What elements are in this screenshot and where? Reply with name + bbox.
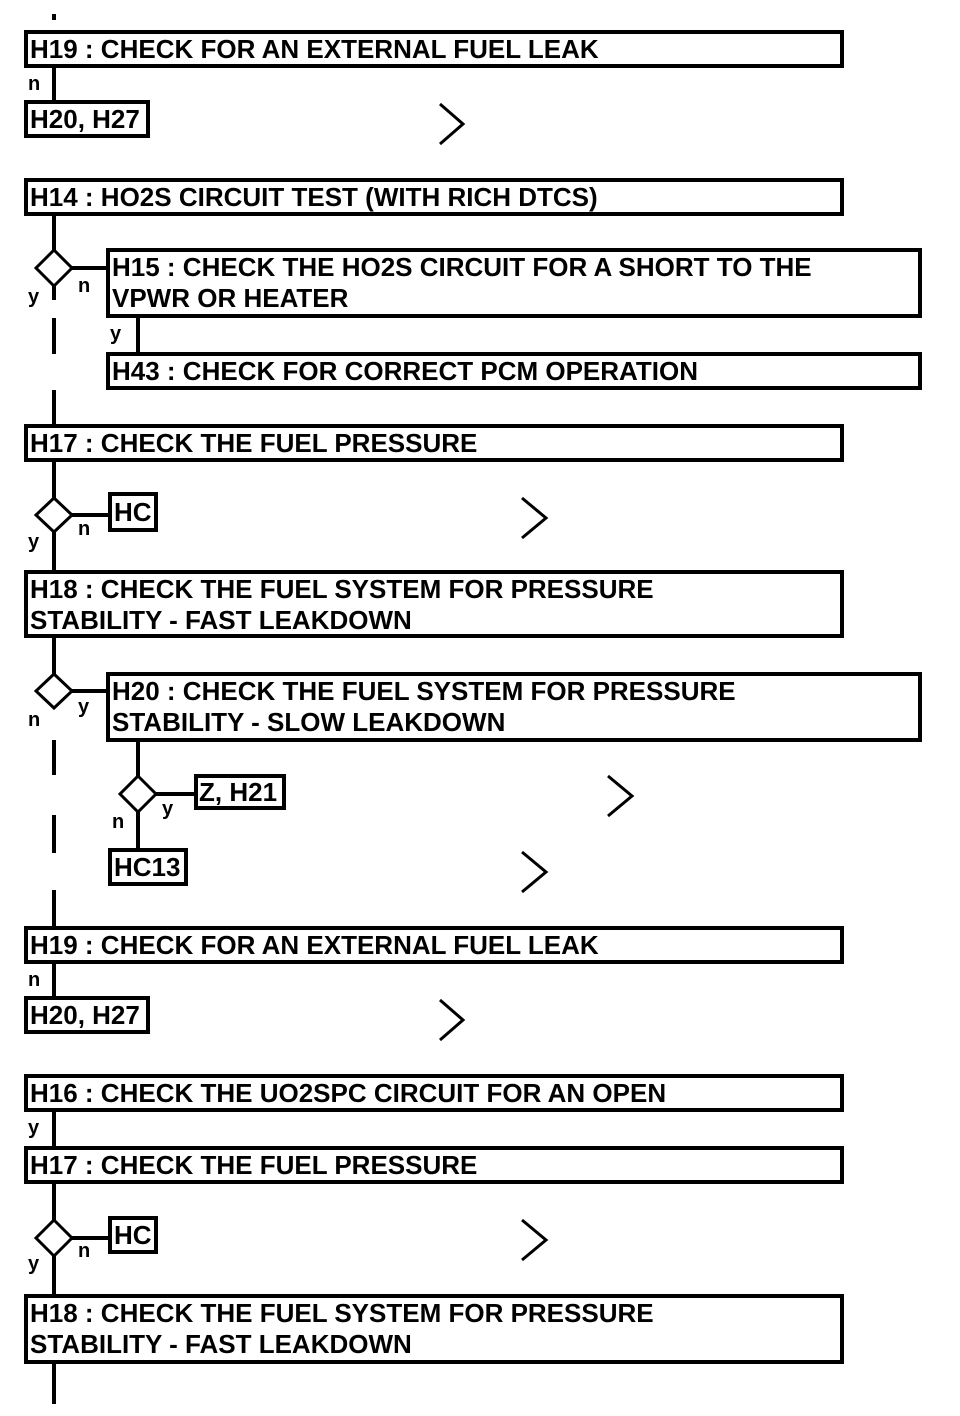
decision-diamond (33, 247, 75, 289)
step-h20: H20 : CHECK THE FUEL SYSTEM FOR PRESSURE… (106, 672, 922, 742)
branch-label-n: n (112, 811, 124, 833)
step-text: H20 : CHECK THE FUEL SYSTEM FOR PRESSURE (112, 676, 736, 706)
chevron-right-icon (439, 102, 466, 146)
step-text: H19 : CHECK FOR AN EXTERNAL FUEL LEAK (30, 930, 599, 960)
step-h17-a: H17 : CHECK THE FUEL PRESSURE (24, 424, 844, 462)
decision-diamond (117, 773, 159, 815)
step-text: H17 : CHECK THE FUEL PRESSURE (30, 1150, 477, 1180)
branch-label-n: n (78, 1240, 90, 1262)
step-text: H43 : CHECK FOR CORRECT PCM OPERATION (112, 356, 698, 386)
step-text: H18 : CHECK THE FUEL SYSTEM FOR PRESSURE (30, 1298, 654, 1328)
step-text: H17 : CHECK THE FUEL PRESSURE (30, 428, 477, 458)
ref-text: HC13 (114, 852, 180, 882)
step-h19-a: H19 : CHECK FOR AN EXTERNAL FUEL LEAK (24, 30, 844, 68)
step-text: VPWR OR HEATER (112, 283, 349, 313)
step-text: STABILITY - SLOW LEAKDOWN (112, 707, 505, 737)
step-text: H19 : CHECK FOR AN EXTERNAL FUEL LEAK (30, 34, 599, 64)
decision-diamond (33, 671, 75, 711)
branch-label-y: y (28, 531, 40, 553)
chevron-right-icon (607, 774, 635, 818)
ref-box-hc-a: HC (108, 492, 158, 532)
step-text: H14 : HO2S CIRCUIT TEST (WITH RICH DTCS) (30, 182, 598, 212)
chevron-right-icon (521, 496, 549, 540)
decision-diamond (33, 1217, 75, 1259)
branch-label-y: y (28, 1253, 40, 1275)
branch-label-n: n (78, 275, 90, 297)
ref-box-h20-h27-b: H20, H27 (24, 996, 150, 1034)
ref-text: Z, H21 (199, 777, 277, 807)
ref-box-hc-b: HC (108, 1216, 158, 1254)
step-text: H16 : CHECK THE UO2SPC CIRCUIT FOR AN OP… (30, 1078, 666, 1108)
step-h18-a: H18 : CHECK THE FUEL SYSTEM FOR PRESSURE… (24, 570, 844, 638)
branch-label-n: n (28, 969, 40, 991)
step-h43: H43 : CHECK FOR CORRECT PCM OPERATION (106, 352, 922, 390)
step-text: H18 : CHECK THE FUEL SYSTEM FOR PRESSURE (30, 574, 654, 604)
step-h18-b: H18 : CHECK THE FUEL SYSTEM FOR PRESSURE… (24, 1294, 844, 1364)
branch-label-y: y (162, 798, 174, 820)
branch-label-n: n (28, 709, 40, 731)
ref-text: HC (114, 497, 152, 527)
branch-label-y: y (28, 286, 40, 308)
step-h14: H14 : HO2S CIRCUIT TEST (WITH RICH DTCS) (24, 178, 844, 216)
branch-label-y: y (78, 696, 90, 718)
step-h17-b: H17 : CHECK THE FUEL PRESSURE (24, 1146, 844, 1184)
branch-label-y: y (110, 323, 122, 345)
step-text: H15 : CHECK THE HO2S CIRCUIT FOR A SHORT… (112, 252, 812, 282)
step-h19-b: H19 : CHECK FOR AN EXTERNAL FUEL LEAK (24, 926, 844, 964)
chevron-right-icon (439, 998, 466, 1042)
branch-label-n: n (28, 73, 40, 95)
chevron-right-icon (521, 1218, 549, 1262)
ref-box-hc13: HC13 (108, 848, 188, 886)
ref-text: H20, H27 (30, 1000, 140, 1030)
branch-label-n: n (78, 518, 90, 540)
step-h16: H16 : CHECK THE UO2SPC CIRCUIT FOR AN OP… (24, 1074, 844, 1112)
decision-diamond (33, 495, 75, 535)
ref-box-h20-h27-a: H20, H27 (24, 100, 150, 138)
ref-text: HC (114, 1220, 152, 1250)
step-h15: H15 : CHECK THE HO2S CIRCUIT FOR A SHORT… (106, 248, 922, 318)
ref-box-z-h21: Z, H21 (194, 774, 286, 810)
step-text: STABILITY - FAST LEAKDOWN (30, 605, 412, 635)
chevron-right-icon (521, 850, 549, 894)
step-text: STABILITY - FAST LEAKDOWN (30, 1329, 412, 1359)
ref-text: H20, H27 (30, 104, 140, 134)
branch-label-y: y (28, 1117, 40, 1139)
